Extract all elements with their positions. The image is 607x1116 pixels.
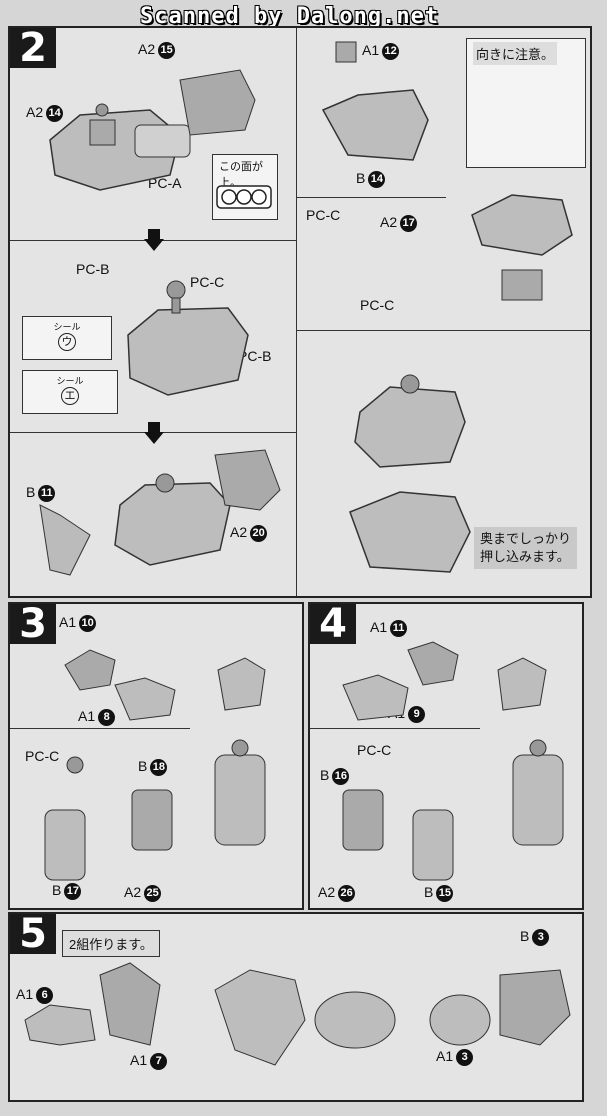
sticker-char: ウ [58, 333, 76, 351]
divider [296, 330, 590, 331]
orientation-note-text: 向きに注意。 [473, 42, 558, 65]
push-note-line: 押し込みます。 [480, 549, 570, 564]
pc-a-part-icon [216, 185, 272, 209]
part-label-pc-b: PC-B [76, 261, 110, 277]
push-in-note: 奥までしっかり 押し込みます。 [474, 527, 578, 569]
divider [310, 728, 480, 729]
arrow-down-icon [144, 229, 164, 251]
face-up-note: この面が上。 [212, 154, 278, 220]
push-note-line: 奥までしっかり [480, 531, 572, 546]
divider [296, 197, 446, 198]
part-label-pc-c: PC-C [25, 748, 60, 764]
part-label-pc-c: PC-C [190, 274, 225, 290]
part-label-pc-c: PC-C [306, 207, 341, 223]
part-drawing [471, 194, 573, 301]
shoulder-part-drawing [24, 962, 571, 1066]
sticker-u-box: シール ウ [22, 316, 112, 360]
arm-part-drawing [44, 649, 266, 881]
arm-part-drawing [342, 641, 564, 881]
step-number: 3 [10, 604, 56, 644]
sticker-label: シール [56, 376, 84, 386]
part-label-pc-c: PC-C [360, 297, 395, 313]
divider [10, 728, 190, 729]
sticker-label: シール [53, 322, 81, 332]
torso-assembly-drawing [39, 449, 281, 576]
torso-part-drawing [49, 69, 256, 191]
torso-assembly-drawing [349, 374, 471, 573]
part-drawing [321, 41, 429, 161]
sticker-e-box: シール エ [22, 370, 118, 414]
arrow-down-icon [144, 422, 164, 444]
make-two-note: 2組作ります。 [62, 930, 160, 957]
step-number: 4 [310, 604, 356, 644]
torso-part-drawing [127, 280, 249, 396]
watermark: Scanned by Dalong.net [140, 4, 440, 29]
divider [296, 28, 297, 596]
step-number: 5 [10, 914, 56, 954]
step-number: 2 [10, 28, 56, 68]
part-label-pc-b: PC-B [238, 348, 272, 364]
part-label-pc-a: PC-A [148, 175, 182, 191]
orientation-note: 向きに注意。 [466, 38, 586, 168]
part-label-pc-c: PC-C [357, 742, 392, 758]
sticker-char: エ [61, 387, 79, 405]
